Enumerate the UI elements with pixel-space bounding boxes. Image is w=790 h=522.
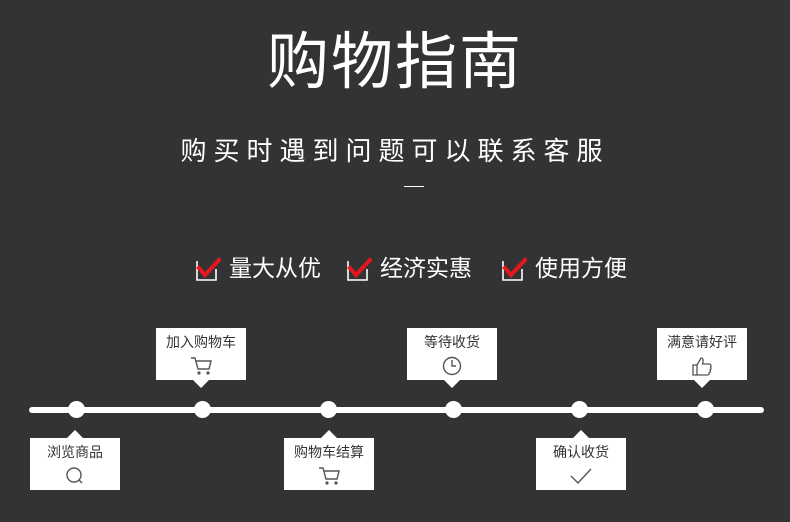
feature-item: 量大从优	[195, 252, 321, 286]
timeline-dot	[320, 401, 337, 418]
checkmark-icon	[502, 257, 527, 281]
step-label: 满意请好评	[667, 335, 737, 351]
timeline-track	[29, 407, 764, 413]
feature-label: 使用方便	[535, 256, 627, 282]
step-label: 等待收货	[424, 335, 480, 351]
checkmark-icon	[196, 257, 221, 281]
step-label: 加入购物车	[166, 335, 236, 351]
title-divider	[404, 186, 424, 187]
timeline-dot	[194, 401, 211, 418]
cart-icon	[191, 357, 212, 375]
step-label: 确认收货	[553, 445, 609, 461]
step-browse-products: 浏览商品	[30, 430, 120, 490]
thumbs-up-icon	[692, 357, 712, 376]
cart-icon	[319, 467, 340, 485]
clock-icon	[442, 356, 462, 376]
step-confirm-receipt: 确认收货	[536, 430, 626, 490]
checkmark-icon	[570, 468, 592, 485]
step-await-delivery: 等待收货	[407, 328, 497, 388]
step-label: 浏览商品	[47, 445, 103, 461]
checkmark-icon	[347, 257, 372, 281]
timeline-dot	[68, 401, 85, 418]
feature-label: 量大从优	[229, 256, 321, 282]
feature-label: 经济实惠	[380, 256, 472, 282]
search-icon	[66, 467, 83, 484]
timeline-dot	[571, 401, 588, 418]
page-subtitle: 购买时遇到问题可以联系客服	[180, 137, 610, 167]
feature-item: 使用方便	[501, 252, 627, 286]
step-cart-checkout: 购物车结算	[284, 430, 374, 490]
step-label: 购物车结算	[294, 445, 364, 461]
step-leave-review: 满意请好评	[657, 328, 747, 388]
feature-item: 经济实惠	[346, 252, 472, 286]
step-add-to-cart: 加入购物车	[156, 328, 246, 388]
timeline-dot	[697, 401, 714, 418]
page-title: 购物指南	[266, 25, 523, 98]
timeline-dot	[445, 401, 462, 418]
